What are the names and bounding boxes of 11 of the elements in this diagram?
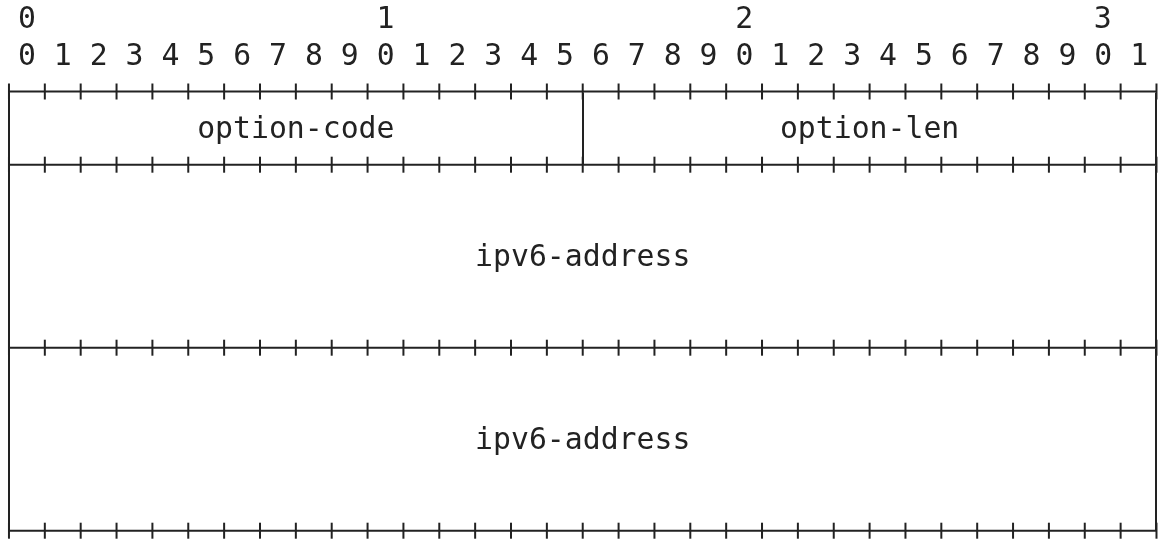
bit-number: 3 xyxy=(1093,0,1112,37)
field-name: ipv6-address xyxy=(475,238,691,275)
packet-field xyxy=(7,165,1158,347)
bit-number: 1 xyxy=(376,0,395,37)
bit-number: 0 xyxy=(17,0,36,37)
bit-number: 0 1 2 3 4 5 6 7 8 9 0 1 2 3 4 5 6 7 8 9 0 1 2 3 4 5 6 7 8 9 0 1 xyxy=(17,36,1149,73)
field-name: option-code xyxy=(197,110,395,147)
field-name: ipv6-address xyxy=(475,421,691,458)
field-name: option-len xyxy=(779,110,960,147)
bit-number: 2 xyxy=(735,0,754,37)
packet-field xyxy=(7,348,1158,530)
